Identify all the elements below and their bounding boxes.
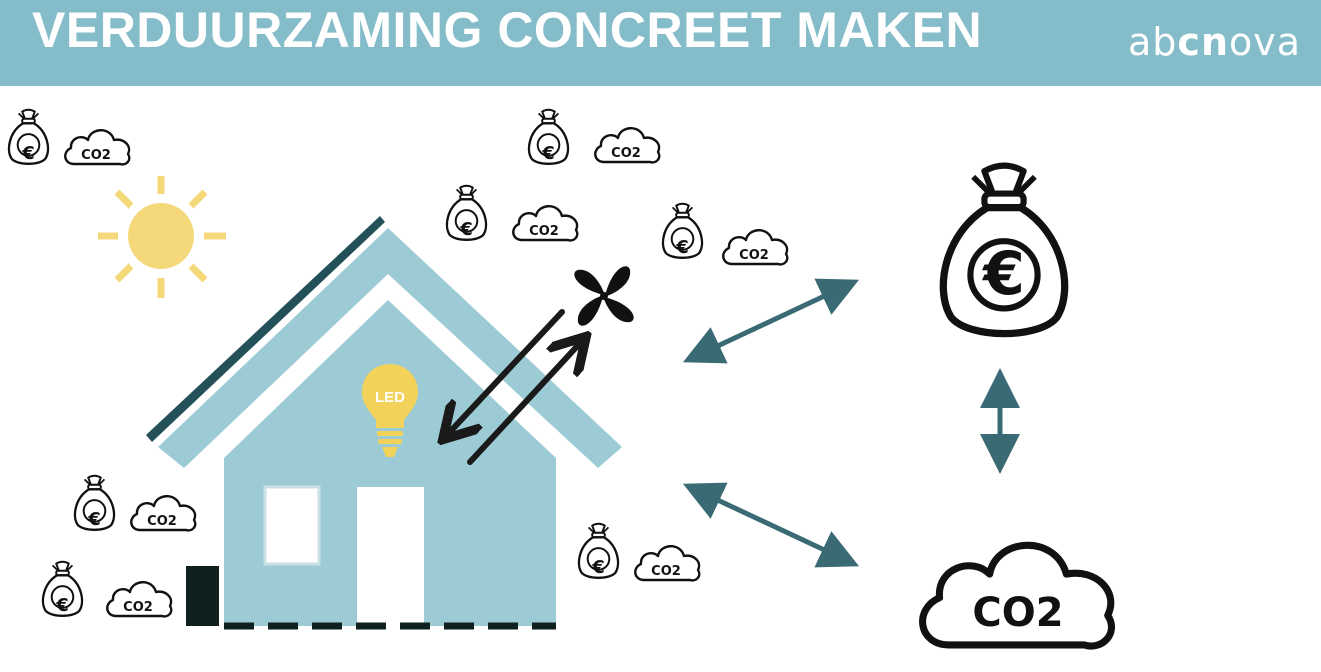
led-bulb-icon: LED (362, 364, 418, 457)
page-title: VERDUURZAMING CONCREET MAKEN (32, 2, 983, 58)
co2-label: CO2 (739, 248, 769, 263)
air-flow-arrows (447, 309, 582, 465)
led-label: LED (375, 389, 405, 406)
euro-label: € (591, 557, 605, 578)
cost-emission-pair: € CO2 (73, 474, 197, 532)
house-window (263, 485, 321, 566)
cost-emission-pair: € CO2 (41, 560, 173, 618)
cost-emission-pair: € CO2 (661, 202, 789, 266)
logo-suffix: ova (1229, 20, 1302, 64)
abcnova-logo: abcnova (1128, 20, 1301, 64)
co2-label: CO2 (529, 224, 559, 239)
logo-accent: cn (1177, 20, 1229, 64)
co2-label: CO2 (972, 590, 1063, 636)
house-icon (146, 216, 622, 630)
euro-label: € (21, 143, 35, 164)
cost-emission-pair: € CO2 (7, 108, 131, 166)
cost-emission-pair: € CO2 (527, 108, 661, 165)
euro-label: € (55, 595, 69, 616)
co2-label: CO2 (123, 600, 153, 615)
battery-icon (186, 566, 219, 626)
logo-prefix: ab (1128, 20, 1178, 64)
house-door (357, 487, 424, 626)
euro-label: € (981, 239, 1025, 309)
double-arrow-icon (682, 278, 1020, 568)
euro-label: € (541, 143, 555, 164)
euro-label: € (675, 237, 689, 258)
co2-label: CO2 (611, 146, 641, 161)
co2-label: CO2 (651, 564, 681, 579)
co2-label: CO2 (147, 514, 177, 529)
solar-panel-stripe (146, 216, 385, 442)
cost-emission-pair: € CO2 (445, 184, 579, 242)
co2-label: CO2 (81, 148, 111, 163)
sun-icon (98, 176, 226, 298)
euro-label: € (87, 509, 101, 530)
header-bar: VERDUURZAMING CONCREET MAKEN abcnova (0, 0, 1321, 86)
cost-emission-pair: € CO2 (577, 522, 701, 582)
euro-label: € (459, 219, 473, 240)
fan-icon (574, 266, 634, 326)
